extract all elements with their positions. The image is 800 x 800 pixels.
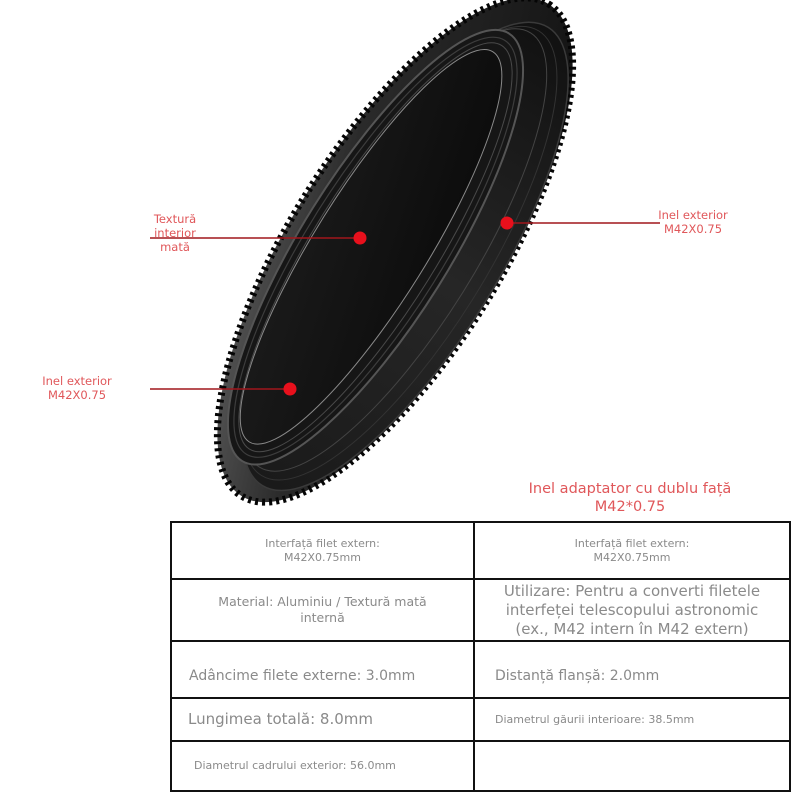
spec-cell-external-thread-right: Interfață filet extern: M42X0.75mm	[475, 523, 789, 578]
cell-text: Interfață filet extern:	[574, 536, 690, 550]
spec-table: Interfață filet extern: M42X0.75mm Inter…	[170, 521, 791, 792]
callout-label-outer-ring-right: Inel exterior M42X0.75	[648, 208, 738, 236]
callout-outer-ring-left-pointer	[150, 382, 297, 396]
cell-text: M42X0.75mm	[593, 550, 671, 564]
cell-text: Material: Aluminiu / Textură mată	[218, 594, 427, 609]
adapter-ring-image	[150, 0, 660, 506]
spec-cell-usage: Utilizare: Pentru a converti filetele in…	[475, 580, 789, 640]
cell-text: Interfață filet extern:	[265, 536, 380, 550]
ring-shape	[213, 0, 577, 506]
cell-text: Diametrul cadrului exterior: 56.0mm	[194, 759, 396, 772]
spec-cell-total-length: Lungimea totală: 8.0mm	[172, 699, 475, 740]
callout-line: Textură	[153, 212, 197, 226]
callout-line: M42X0.75	[47, 388, 107, 402]
cell-text: Utilizare: Pentru a converti filetele	[503, 581, 761, 600]
spec-cell-external-thread-left: Interfață filet extern: M42X0.75mm	[172, 523, 475, 578]
title-line-2: M42*0.75	[594, 499, 666, 515]
cell-text: Adâncime filete externe: 3.0mm	[189, 667, 416, 684]
table-row: Diametrul cadrului exterior: 56.0mm	[172, 742, 789, 790]
callout-label-outer-ring-left: Inel exterior M42X0.75	[32, 374, 122, 402]
spec-cell-empty	[475, 742, 789, 790]
cell-text: internă	[300, 610, 345, 625]
cell-text: Distanță flanșă: 2.0mm	[495, 667, 660, 684]
cell-text: (ex., M42 intern în M42 extern)	[515, 619, 749, 638]
spec-cell-material: Material: Aluminiu / Textură mată intern…	[172, 580, 475, 640]
cell-text: M42X0.75mm	[284, 550, 361, 564]
callout-inner-texture-pointer	[150, 231, 367, 245]
product-title: Inel adaptator cu dublu față M42*0.75	[480, 480, 780, 516]
callout-line: Inel exterior	[42, 374, 112, 388]
title-line-1: Inel adaptator cu dublu față	[528, 481, 732, 497]
callout-label-inner-texture: Textură interior mată	[140, 212, 210, 254]
spec-cell-outer-frame-diameter: Diametrul cadrului exterior: 56.0mm	[172, 742, 475, 790]
callout-line: interior	[154, 226, 196, 240]
callout-line: mată	[160, 240, 190, 254]
spec-cell-flange-distance: Distanță flanșă: 2.0mm	[475, 642, 789, 697]
spec-cell-thread-depth: Adâncime filete externe: 3.0mm	[172, 642, 475, 697]
cell-text: interfeței telescopului astronomic	[505, 600, 759, 619]
table-row: Adâncime filete externe: 3.0mm Distanță …	[172, 642, 789, 699]
cell-text: Lungimea totală: 8.0mm	[188, 710, 373, 728]
table-row: Lungimea totală: 8.0mm Diametrul găurii …	[172, 699, 789, 742]
spec-cell-inner-hole-diameter: Diametrul găurii interioare: 38.5mm	[475, 699, 789, 740]
callout-line: Inel exterior	[658, 208, 728, 222]
cell-text: Diametrul găurii interioare: 38.5mm	[495, 712, 695, 726]
callout-line: M42X0.75	[663, 222, 723, 236]
table-row: Material: Aluminiu / Textură mată intern…	[172, 580, 789, 642]
callout-outer-ring-right-pointer	[500, 216, 660, 230]
table-row: Interfață filet extern: M42X0.75mm Inter…	[172, 523, 789, 580]
